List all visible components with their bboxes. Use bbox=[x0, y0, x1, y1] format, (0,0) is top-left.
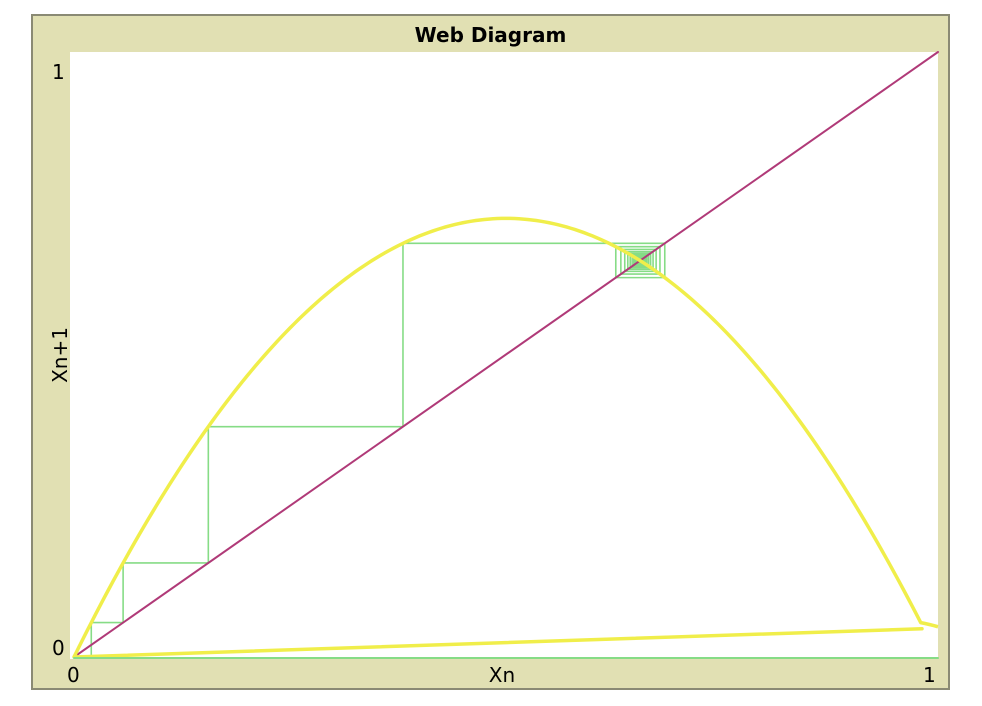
y-tick-label-max: 1 bbox=[52, 60, 65, 84]
x-tick-label-min: 0 bbox=[67, 663, 80, 687]
identity-line bbox=[73, 51, 939, 658]
chart-title: Web Diagram bbox=[414, 23, 567, 47]
identity-layer bbox=[73, 51, 939, 658]
x-tick-label-max: 1 bbox=[923, 663, 936, 687]
map-curve bbox=[72, 216, 939, 658]
y-tick-label-min: 0 bbox=[52, 636, 65, 660]
map-curve-closing-segment bbox=[72, 627, 924, 659]
curve-layer bbox=[72, 216, 939, 659]
x-axis-label: Xn bbox=[488, 663, 516, 687]
cobweb-layer bbox=[90, 242, 666, 658]
y-axis-label: Xn+1 bbox=[48, 327, 72, 383]
